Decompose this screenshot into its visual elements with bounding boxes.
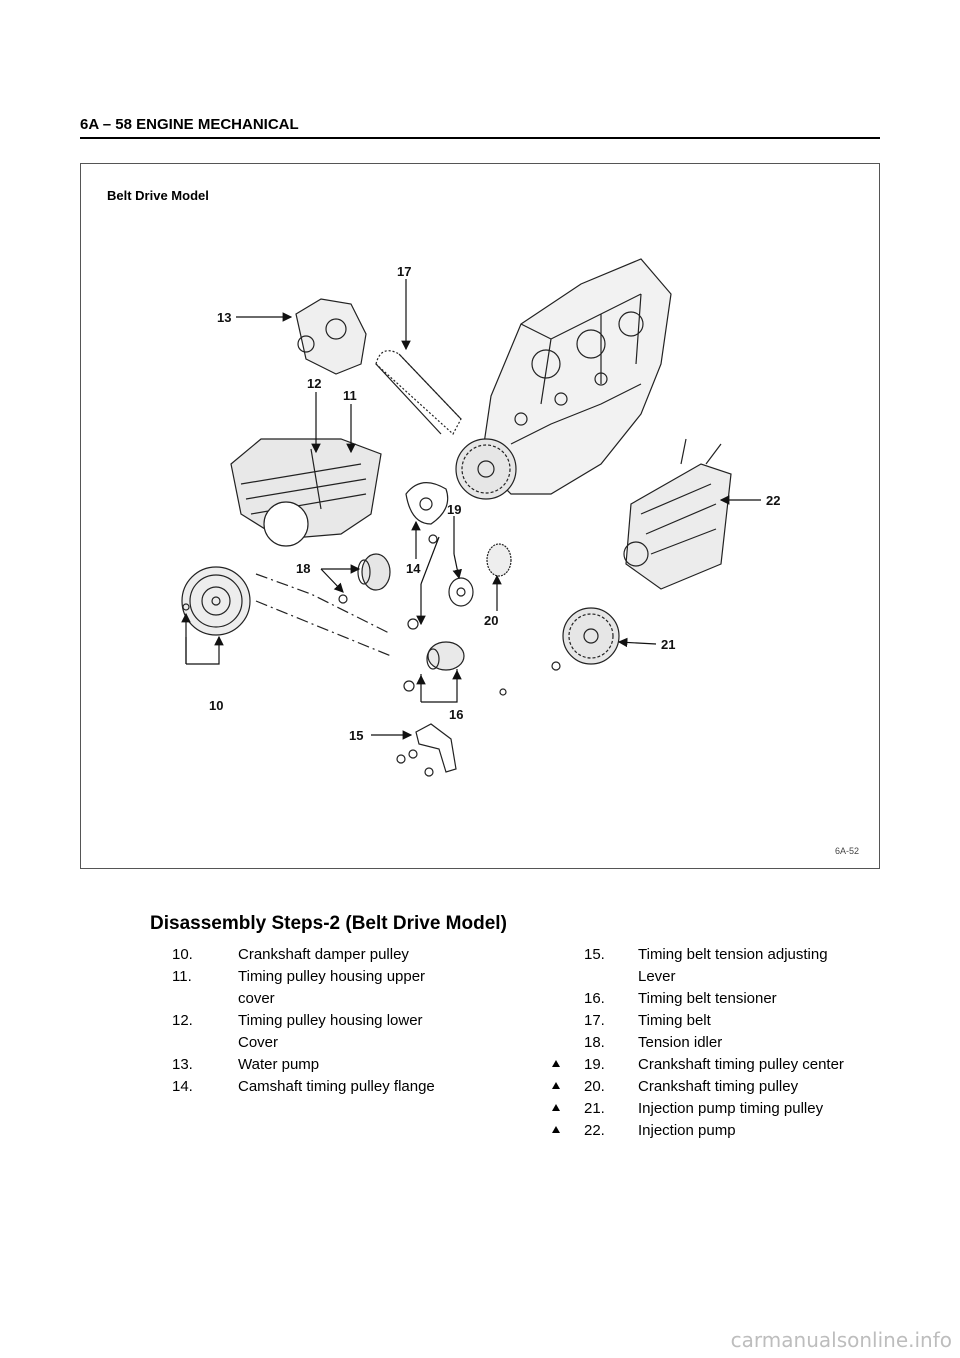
list-item: 19. Crankshaft timing pulley center [552, 1054, 882, 1076]
list-item: 20. Crankshaft timing pulley [552, 1076, 882, 1098]
step-text: Crankshaft timing pulley [638, 1078, 799, 1095]
list-item: 16. Timing belt tensioner [552, 988, 882, 1010]
list-item: 15. Timing belt tension adjusting [552, 944, 882, 966]
triangle-marker-icon [552, 1126, 560, 1133]
callout-12: 12 [307, 376, 321, 391]
step-text: Water pump [238, 1056, 320, 1073]
callout-22: 22 [766, 493, 780, 508]
callout-21: 21 [661, 637, 675, 652]
step-number: 21. [584, 1100, 605, 1117]
step-number: 17. [584, 1012, 605, 1029]
list-item: 13. Water pump [172, 1054, 502, 1076]
list-item: 12. Timing pulley housing lower [172, 1010, 502, 1032]
step-number: 15. [584, 946, 605, 963]
step-number: 12. [172, 1012, 193, 1029]
timing-belt [375, 350, 462, 435]
steps-right-column: 15. Timing belt tension adjusting Lever 1… [552, 944, 882, 1142]
list-item: Cover [172, 1032, 502, 1054]
step-text: Timing pulley housing lower [238, 1012, 423, 1029]
step-number: 18. [584, 1034, 605, 1051]
steps-title: Disassembly Steps-2 (Belt Drive Model) [150, 913, 507, 934]
step-number: 11. [172, 968, 192, 985]
list-item: 10. Crankshaft damper pulley [172, 944, 502, 966]
page-header: 6A – 58 ENGINE MECHANICAL [80, 116, 299, 133]
step-number: 16. [584, 990, 605, 1007]
list-item: 21. Injection pump timing pulley [552, 1098, 882, 1120]
timing-cover [230, 438, 382, 547]
callout-20: 20 [484, 613, 498, 628]
callout-13: 13 [217, 310, 231, 325]
figure-code: 6A-52 [834, 846, 859, 856]
belt-tensioner [426, 641, 465, 671]
injection-pump [623, 438, 732, 590]
step-text: Crankshaft damper pulley [238, 946, 409, 963]
pulley-flange [405, 482, 449, 525]
injection-pump-pulley [562, 607, 620, 665]
callout-19: 19 [447, 502, 461, 517]
step-text: cover [238, 990, 275, 1007]
step-text: Camshaft timing pulley flange [238, 1078, 435, 1095]
exploded-diagram: 13 17 12 11 19 18 14 20 21 22 10 16 15 B… [80, 163, 880, 869]
step-text: Timing belt tensioner [638, 990, 777, 1007]
callout-15: 15 [349, 728, 363, 743]
list-item: 11. Timing pulley housing upper [172, 966, 502, 988]
step-text: Tension idler [638, 1034, 723, 1051]
triangle-marker-icon [552, 1060, 560, 1067]
step-text: Lever [638, 968, 676, 985]
step-number: 19. [584, 1056, 605, 1073]
list-item: 14. Camshaft timing pulley flange [172, 1076, 502, 1098]
callout-18: 18 [296, 561, 310, 576]
step-text: Injection pump [638, 1122, 736, 1139]
step-text: Crankshaft timing pulley center [638, 1056, 844, 1073]
callout-14: 14 [406, 561, 421, 576]
step-text: Timing pulley housing upper [238, 968, 426, 985]
list-item: Lever [552, 966, 882, 988]
step-number: 14. [172, 1078, 193, 1095]
step-number: 22. [584, 1122, 605, 1139]
adjusting-lever [415, 723, 457, 773]
step-text: Timing belt [638, 1012, 711, 1029]
step-text: Injection pump timing pulley [638, 1100, 824, 1117]
list-item: cover [172, 988, 502, 1010]
step-number: 13. [172, 1056, 193, 1073]
callout-10: 10 [209, 698, 223, 713]
damper-pulley [181, 566, 251, 636]
crank-pulley-center [448, 577, 474, 607]
callout-11: 11 [343, 388, 357, 403]
crank-timing-pulley [486, 543, 512, 577]
step-text: Cover [238, 1034, 279, 1051]
triangle-marker-icon [552, 1104, 560, 1111]
steps-left-column: 10. Crankshaft damper pulley 11. Timing pu… [172, 944, 502, 1098]
triangle-marker-icon [552, 1082, 560, 1089]
callout-17: 17 [397, 264, 411, 279]
step-number: 10. [172, 946, 193, 963]
callout-16: 16 [449, 707, 463, 722]
list-item: 18. Tension idler [552, 1032, 882, 1054]
header-rule [80, 137, 880, 139]
list-item: 17. Timing belt [552, 1010, 882, 1032]
diagram-drawing: 13 17 12 11 19 18 14 20 21 22 10 16 15 [181, 258, 780, 777]
step-text: Timing belt tension adjusting [638, 946, 828, 963]
camshaft-pulley [455, 438, 517, 500]
watermark: carmanualsonline.info [730, 1328, 952, 1352]
step-number: 20. [584, 1078, 605, 1095]
figure-title: Belt Drive Model [107, 188, 209, 203]
water-pump [295, 298, 367, 375]
tension-idler [357, 553, 391, 591]
list-item: 22. Injection pump [552, 1120, 882, 1142]
